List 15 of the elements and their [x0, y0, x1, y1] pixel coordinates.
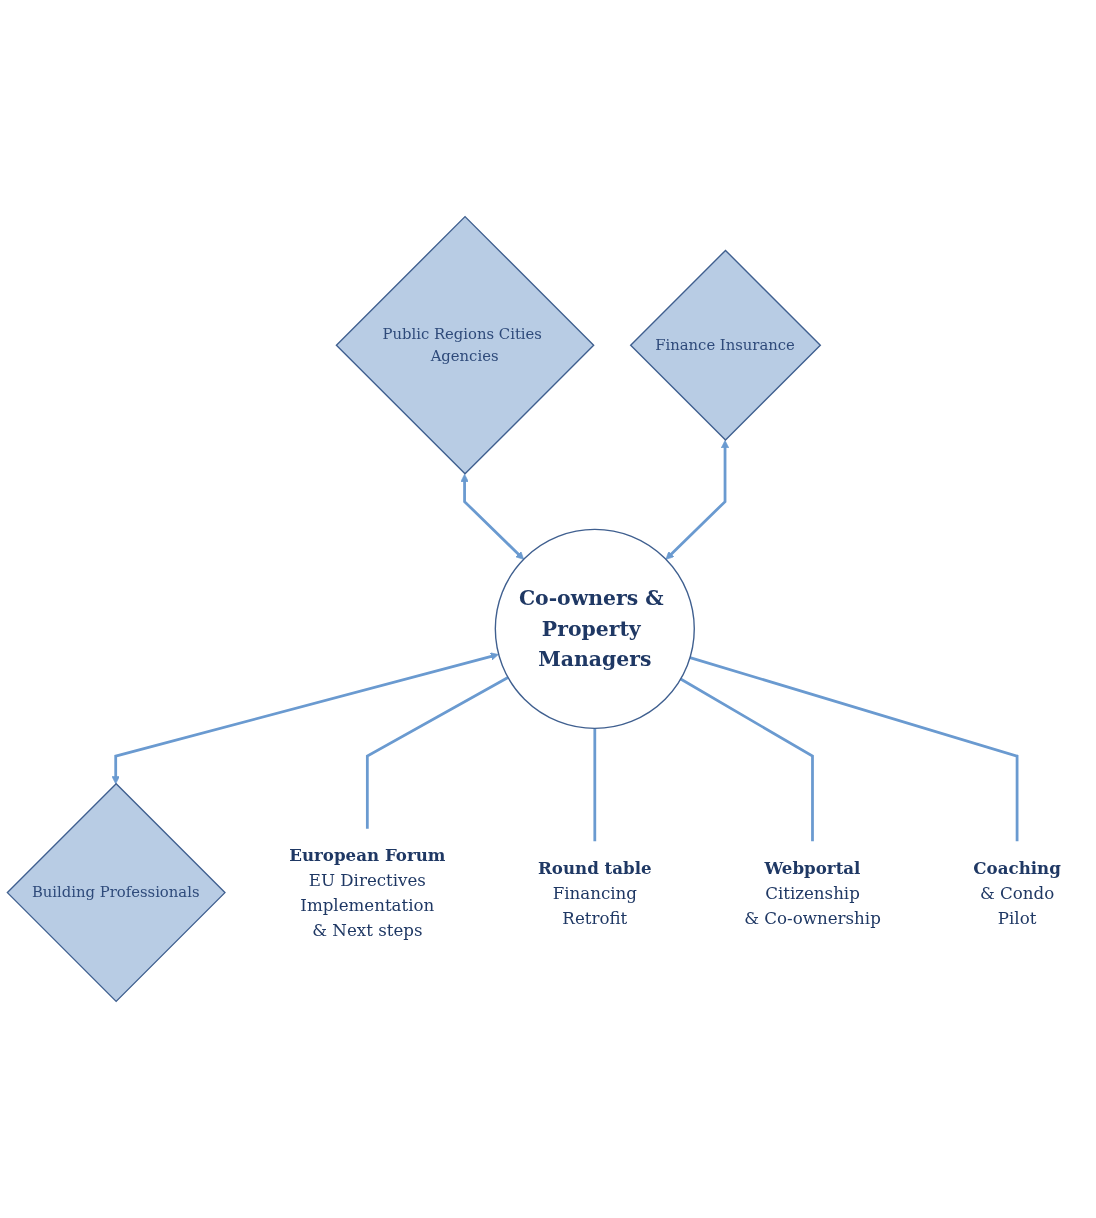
arrow: [460, 473, 524, 560]
arrow: [111, 652, 499, 785]
node-text: Coaching & Condo Pilot: [973, 857, 1061, 928]
node-circle: Co-owners & Property Managers: [494, 528, 695, 730]
node-diamond: Finance Insurance: [629, 249, 822, 442]
arrow: [665, 440, 730, 560]
connector: [679, 677, 814, 842]
connector: [689, 656, 1019, 842]
node-text: Webportal Citizenship & Co-ownership: [744, 857, 881, 928]
node-diamond: Public Regions Cities Agencies: [335, 215, 595, 475]
node-text: Round table Financing Retrofit: [537, 857, 652, 928]
connector: [593, 728, 597, 842]
node-diamond: Building Professionals: [6, 782, 226, 1003]
node-text: European Forum EU Directives Implementation & Next steps: [289, 845, 446, 940]
connector: [365, 676, 509, 829]
